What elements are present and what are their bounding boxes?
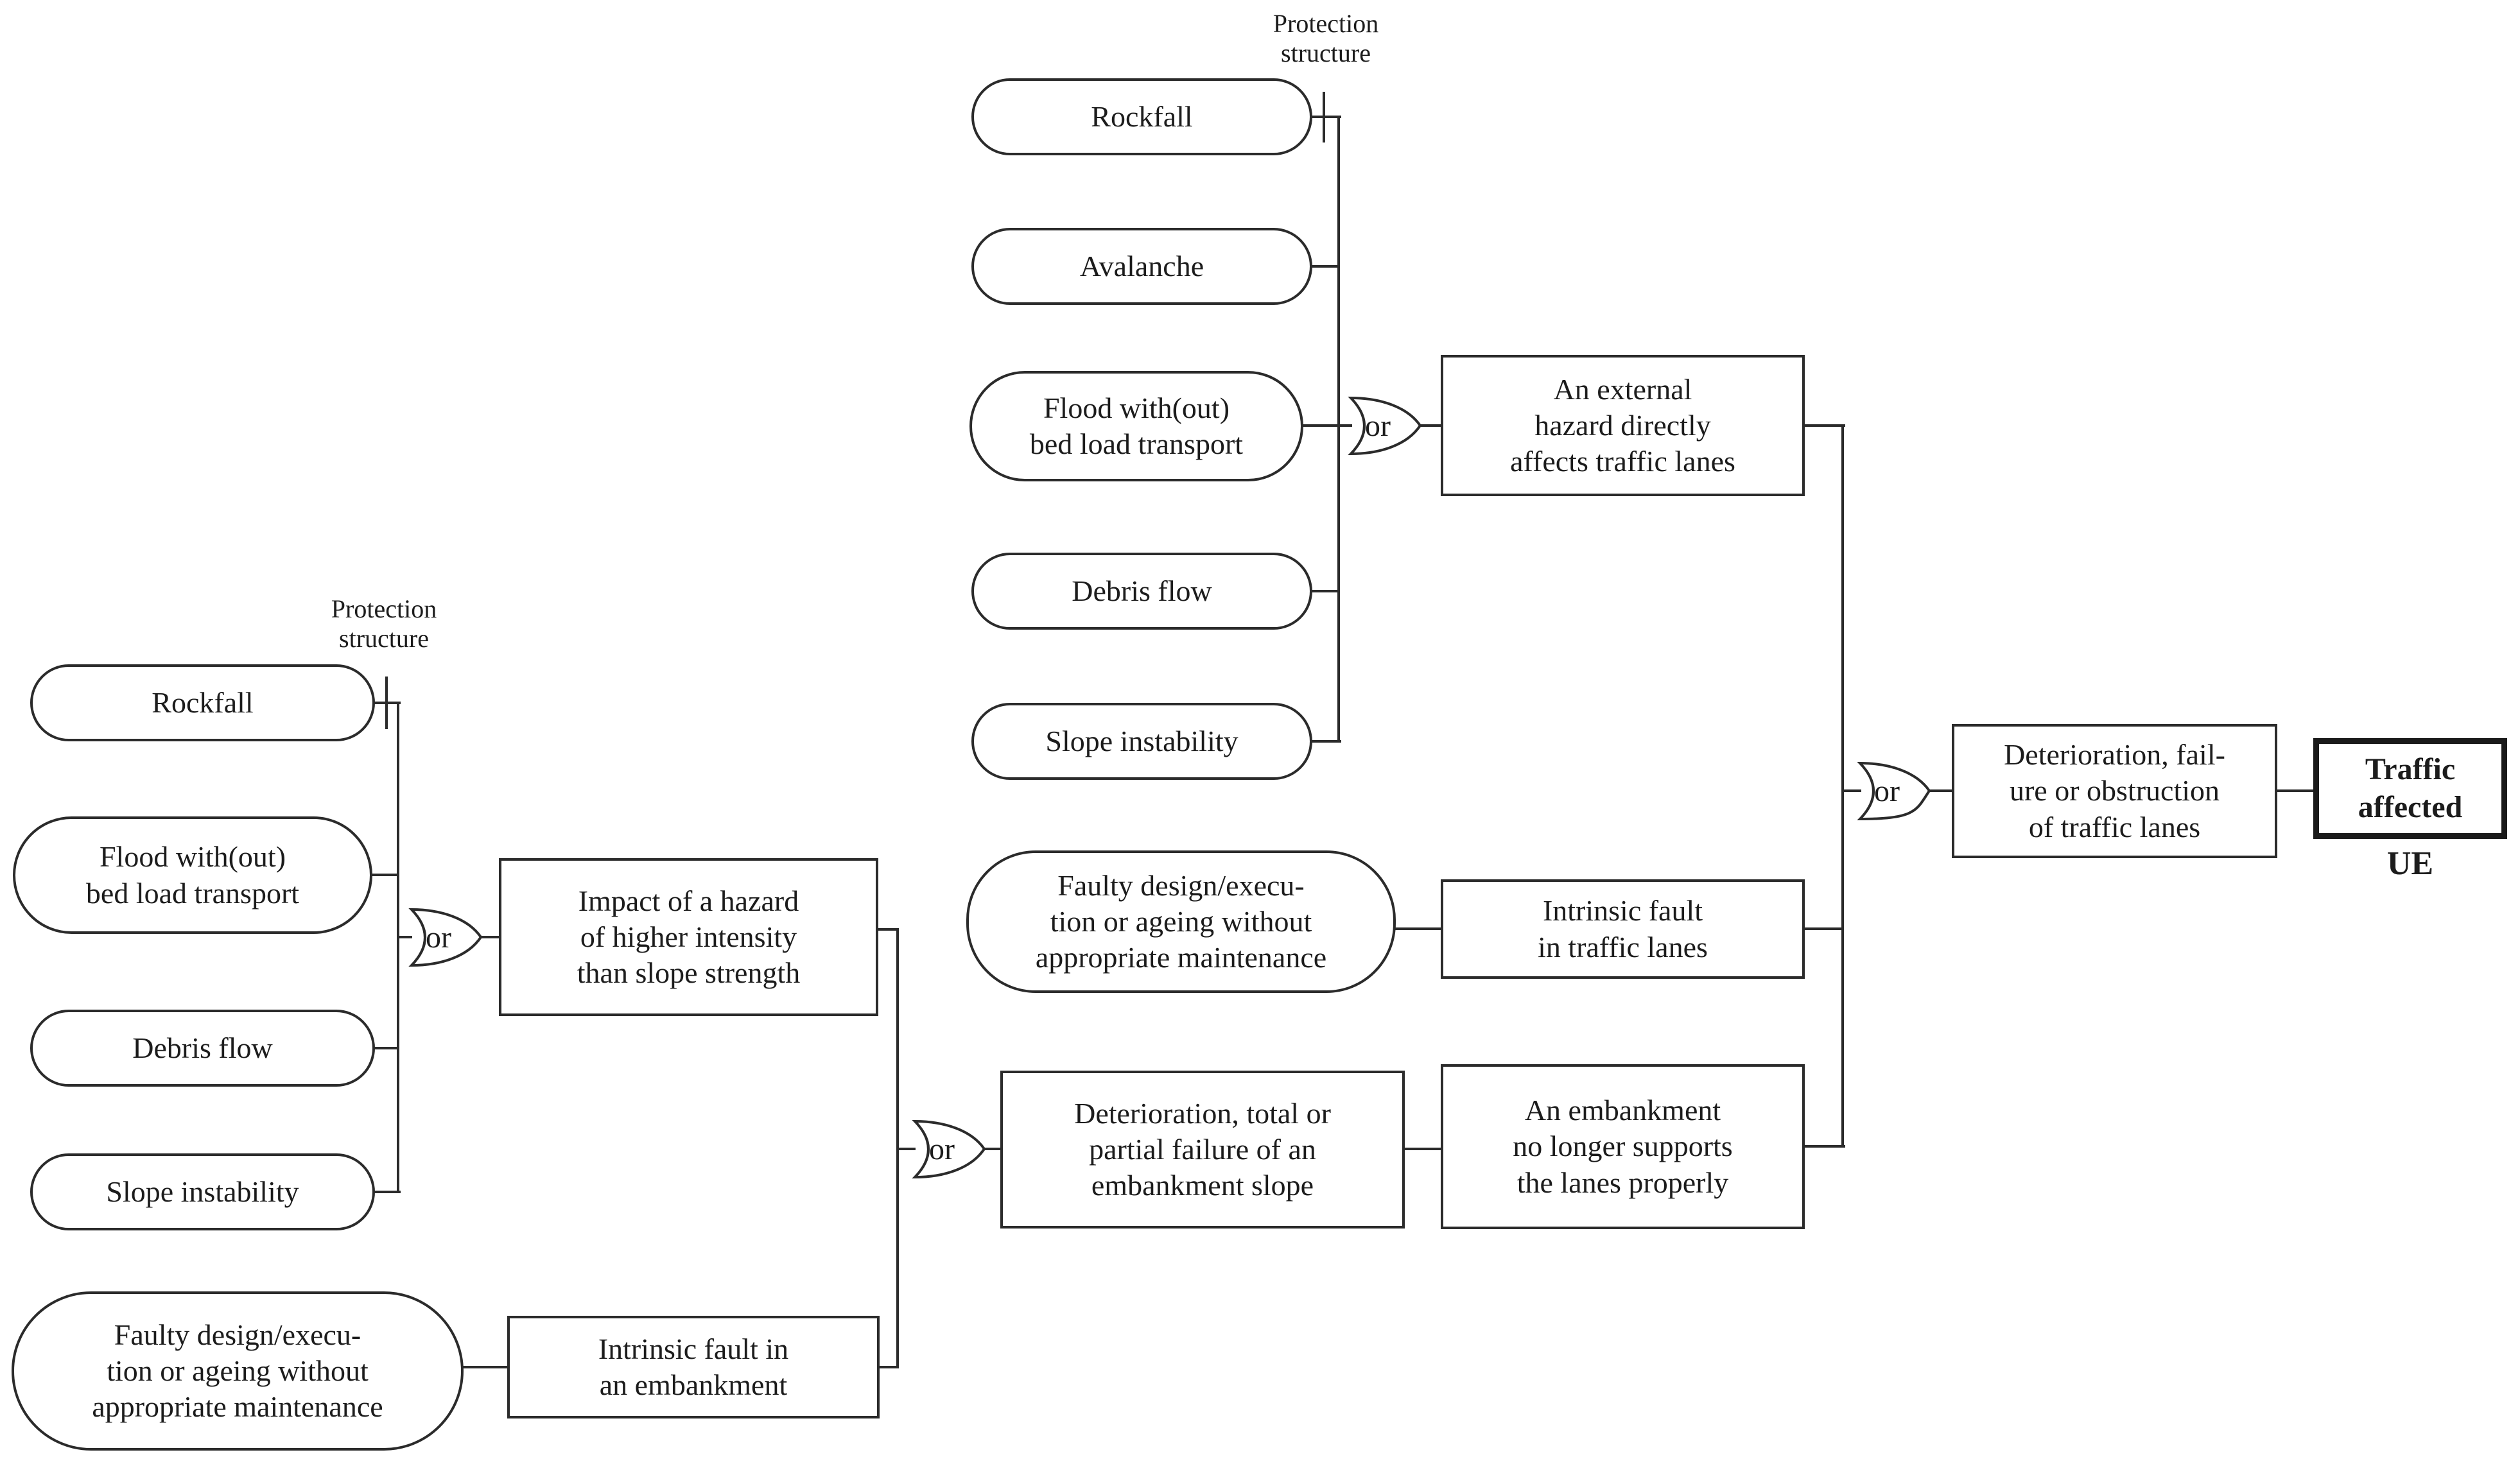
event-center-flood: Flood with(out) bed load transport [969,371,1303,481]
or-gate [912,1119,986,1179]
or-gate [1348,396,1422,456]
event-left-faulty-design: Faulty design/execu- tion or ageing with… [12,1291,464,1451]
event-deterioration-traffic-lanes: Deterioration, fail- ure or obstruction … [1952,724,2277,858]
event-intrinsic-fault-traffic: Intrinsic fault in traffic lanes [1441,879,1805,979]
event-intrinsic-fault-embankment: Intrinsic fault in an embankment [507,1316,880,1418]
event-left-rockfall: Rockfall [30,664,375,741]
event-embankment-no-support: An embankment no longer supports the lan… [1441,1064,1805,1229]
event-left-slope-instability: Slope instability [30,1153,375,1230]
event-center-avalanche: Avalanche [971,228,1312,305]
top-event-traffic-affected: Traffic affected [2313,738,2507,839]
event-external-hazard: An external hazard directly affects traf… [1441,355,1805,496]
event-center-debris-flow: Debris flow [971,553,1312,630]
event-left-debris-flow: Debris flow [30,1010,375,1087]
event-center-slope-instability: Slope instability [971,703,1312,780]
event-center-faulty-design: Faulty design/execu- tion or ageing with… [966,850,1396,993]
undesired-event-tag: UE [2386,845,2434,882]
or-gate-label: or [426,920,451,954]
event-center-rockfall: Rockfall [971,78,1312,155]
event-impact-hazard: Impact of a hazard of higher intensity t… [499,858,878,1016]
or-gate [1857,761,1931,821]
protection-structure-label-top: Protection structure [1273,9,1379,67]
or-gate-label: or [1874,774,1900,808]
protection-structure-label-left: Protection structure [331,594,437,653]
or-gate-label: or [929,1132,955,1166]
or-gate [408,908,483,967]
event-left-flood: Flood with(out) bed load transport [13,816,372,934]
event-deterioration-embankment-slope: Deterioration, total or partial failure … [1000,1071,1405,1229]
or-gate-label: or [1365,409,1391,443]
